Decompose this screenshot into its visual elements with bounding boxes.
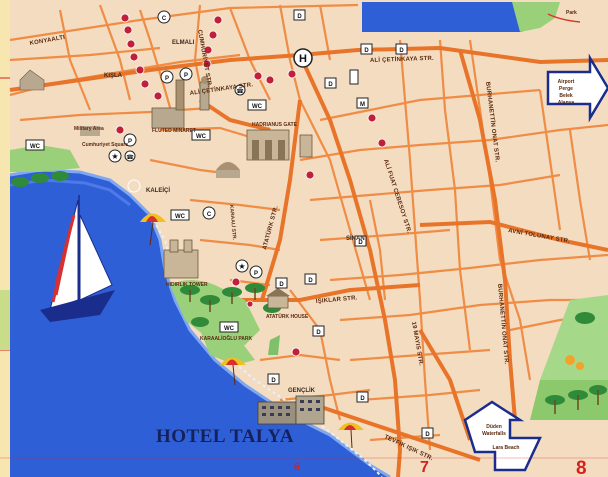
left-margin-strip [0, 0, 10, 477]
airport-direction-arrow [546, 53, 608, 123]
beach-umbrella-icon [338, 422, 364, 449]
hospital-label: H [299, 53, 307, 65]
duden-line: Lara Beach [493, 445, 520, 451]
place-label: Cumhuriyet Square [82, 142, 128, 148]
wc-label: WC [175, 214, 186, 220]
hotel-building-illustration [257, 395, 325, 425]
street-label: ALİ ÇETİNKAYA STR. [370, 55, 434, 64]
svg-text:★: ★ [238, 262, 245, 271]
d-label: D [279, 282, 284, 288]
d-label: D [360, 396, 365, 402]
poi-dots [115, 13, 387, 357]
coastline [9, 168, 391, 477]
wc-label: WC [252, 104, 263, 110]
airport-line: Alanya [558, 100, 575, 106]
wc-label: WC [30, 144, 41, 150]
top-right-road [547, 13, 581, 23]
beach-umbrella-icon [220, 357, 246, 386]
telephone-icon [124, 150, 136, 162]
place-label: KALEİÇİ [146, 187, 170, 194]
m-marker [356, 97, 369, 109]
place-label: KIŞLA [104, 73, 123, 79]
place-label: FLUTED MINARET [152, 128, 196, 134]
duden-line: Waterfalls [482, 431, 506, 437]
d-label: D [425, 432, 430, 438]
ataturk-house-landmark [266, 288, 290, 309]
place-label: GENÇLİK [288, 387, 316, 394]
sea [10, 170, 390, 477]
d-label: D [358, 240, 363, 246]
service-circles: ★ ★ ☎ ☎ [108, 84, 249, 273]
parking-label: P [254, 271, 258, 277]
mosque-landmark [216, 162, 240, 178]
airport-line: Airport [558, 79, 575, 85]
d-label: D [297, 14, 302, 20]
place-label: KARAALİOĞLU PARK [200, 334, 253, 342]
c-marker [157, 10, 171, 24]
place-label: ATATÜRK HOUSE [266, 313, 309, 320]
place-label: HADRIANUS GATE [252, 122, 298, 128]
star-icon [108, 149, 122, 163]
grid-number: 7 [420, 459, 429, 476]
coast-shallow [9, 178, 131, 207]
m-label: M [360, 102, 365, 108]
place-label: HIDIRLIK TOWER [166, 282, 208, 288]
bus-icon [349, 69, 359, 85]
parking-label: P [128, 139, 132, 145]
d-label: D [316, 330, 321, 336]
c-marker-label: C [162, 16, 167, 22]
telephone-icon [234, 84, 246, 96]
parking-label: P [184, 73, 188, 79]
grid-number: 8 [576, 458, 587, 477]
wc-label: WC [224, 326, 235, 332]
hospital-marker [293, 48, 313, 68]
street-label: IŞIKLAR STR. [316, 295, 358, 305]
c-marker [202, 206, 216, 220]
d-label: D [364, 48, 369, 54]
airport-line: Belek [559, 93, 573, 99]
hotel-label: HOTEL TALYA [156, 426, 294, 447]
d-markers [267, 9, 434, 439]
top-right-park [512, 2, 560, 32]
duden-line: Düden [486, 424, 502, 430]
d-label: D [271, 378, 276, 384]
airport-line: Perge [559, 86, 573, 92]
d-label: D [399, 48, 404, 54]
d-label: D [328, 82, 333, 88]
place-label: ELMALI [172, 40, 195, 46]
hadrianus-gate-landmark [246, 129, 313, 161]
grid-number: 6 [294, 461, 300, 473]
beach-umbrella-icon [140, 213, 166, 246]
svg-text:★: ★ [111, 152, 118, 161]
top-right-sea [362, 2, 522, 32]
parking-markers [123, 67, 263, 279]
hidirlik-tower-landmark [163, 239, 199, 279]
sailboat-illustration [40, 195, 115, 322]
wc-markers [25, 99, 267, 333]
c-marker-label: C [207, 212, 212, 218]
star-icon [235, 259, 249, 273]
svg-text:☎: ☎ [236, 88, 244, 95]
duden-direction-arrow [463, 400, 542, 472]
d-label: D [308, 278, 313, 284]
left-margin-park [0, 290, 10, 350]
sun-icon [127, 179, 141, 193]
street-label: KARAALİ STR. [228, 205, 238, 241]
building-landmark [19, 69, 100, 136]
place-label: Military Area [74, 126, 104, 132]
place-label: SİNAN [346, 235, 365, 242]
palm-trees [11, 171, 607, 414]
place-label: Park [566, 10, 577, 16]
wc-label: WC [196, 134, 207, 140]
fluted-minaret-landmark [151, 76, 210, 129]
svg-text:☎: ☎ [126, 154, 134, 161]
parking-label: P [165, 76, 169, 82]
